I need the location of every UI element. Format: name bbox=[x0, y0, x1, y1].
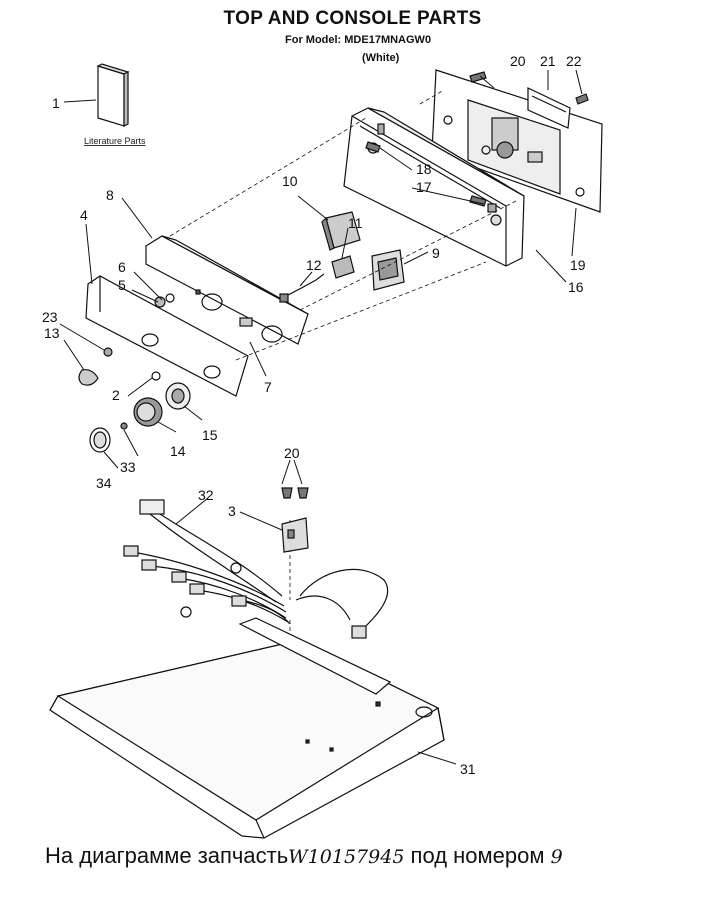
callout-12: 12 bbox=[306, 257, 322, 273]
callout-21: 21 bbox=[540, 53, 556, 69]
callout-2: 2 bbox=[112, 387, 120, 403]
screw-hardware bbox=[365, 71, 589, 207]
literature-parts-label: Literature Parts bbox=[84, 136, 146, 146]
callout-13: 13 bbox=[44, 325, 60, 341]
callout-18: 18 bbox=[416, 161, 432, 177]
callout-33: 33 bbox=[120, 459, 136, 475]
console-front-panel bbox=[145, 235, 309, 345]
caption-prefix: На диаграмме запчасть bbox=[45, 843, 289, 868]
console-cover-plate bbox=[85, 275, 249, 397]
callout-10: 10 bbox=[282, 173, 298, 189]
callout-15: 15 bbox=[202, 427, 218, 443]
bracket-part-21 bbox=[527, 87, 571, 129]
control-module-10 bbox=[321, 211, 361, 251]
thermostat-part-3 bbox=[281, 487, 309, 553]
console-back-panel bbox=[431, 69, 603, 213]
timer-part-9 bbox=[371, 249, 405, 291]
top-panel-31 bbox=[49, 617, 445, 839]
callout-22: 22 bbox=[566, 53, 582, 69]
switch-part-11 bbox=[331, 255, 355, 279]
leader-lines bbox=[59, 69, 583, 765]
callout-1: 1 bbox=[52, 95, 60, 111]
literature-parts-drawing bbox=[96, 63, 130, 127]
callout-14: 14 bbox=[170, 443, 186, 459]
model-label: For Model: MDE17MNAGW0 bbox=[285, 34, 432, 46]
callout-31: 31 bbox=[460, 761, 476, 777]
harness-part-12 bbox=[279, 273, 325, 303]
callout-20-top: 20 bbox=[510, 53, 526, 69]
callout-3: 3 bbox=[228, 503, 236, 519]
page-title: TOP AND CONSOLE PARTS bbox=[223, 8, 482, 29]
callout-5: 5 bbox=[118, 277, 126, 293]
callout-9: 9 bbox=[432, 245, 440, 261]
callout-6: 6 bbox=[118, 259, 126, 275]
callout-16: 16 bbox=[568, 279, 584, 295]
color-label: (White) bbox=[362, 52, 400, 64]
callout-20-lower: 20 bbox=[284, 445, 300, 461]
callout-23: 23 bbox=[42, 309, 58, 325]
alignment-lines bbox=[169, 89, 519, 672]
callout-numbers: 1 2 3 4 5 6 7 8 9 10 11 12 13 14 15 16 1… bbox=[42, 53, 586, 777]
console-frame bbox=[343, 107, 525, 267]
callout-4: 4 bbox=[80, 207, 88, 223]
caption: На диаграмме запчастьW10157945 под номер… bbox=[45, 843, 563, 869]
wiring-harness-32 bbox=[123, 499, 389, 639]
callout-17: 17 bbox=[416, 179, 432, 195]
callout-8: 8 bbox=[106, 187, 114, 203]
caption-part-code: W10157945 bbox=[288, 846, 405, 868]
callout-34: 34 bbox=[96, 475, 112, 491]
callout-19: 19 bbox=[570, 257, 586, 273]
caption-number: 9 bbox=[550, 846, 563, 868]
callout-32: 32 bbox=[198, 487, 214, 503]
caption-middle: под номером bbox=[410, 843, 545, 868]
callout-7: 7 bbox=[264, 379, 272, 395]
callout-11: 11 bbox=[348, 215, 363, 231]
knob-assemblies bbox=[78, 293, 191, 453]
